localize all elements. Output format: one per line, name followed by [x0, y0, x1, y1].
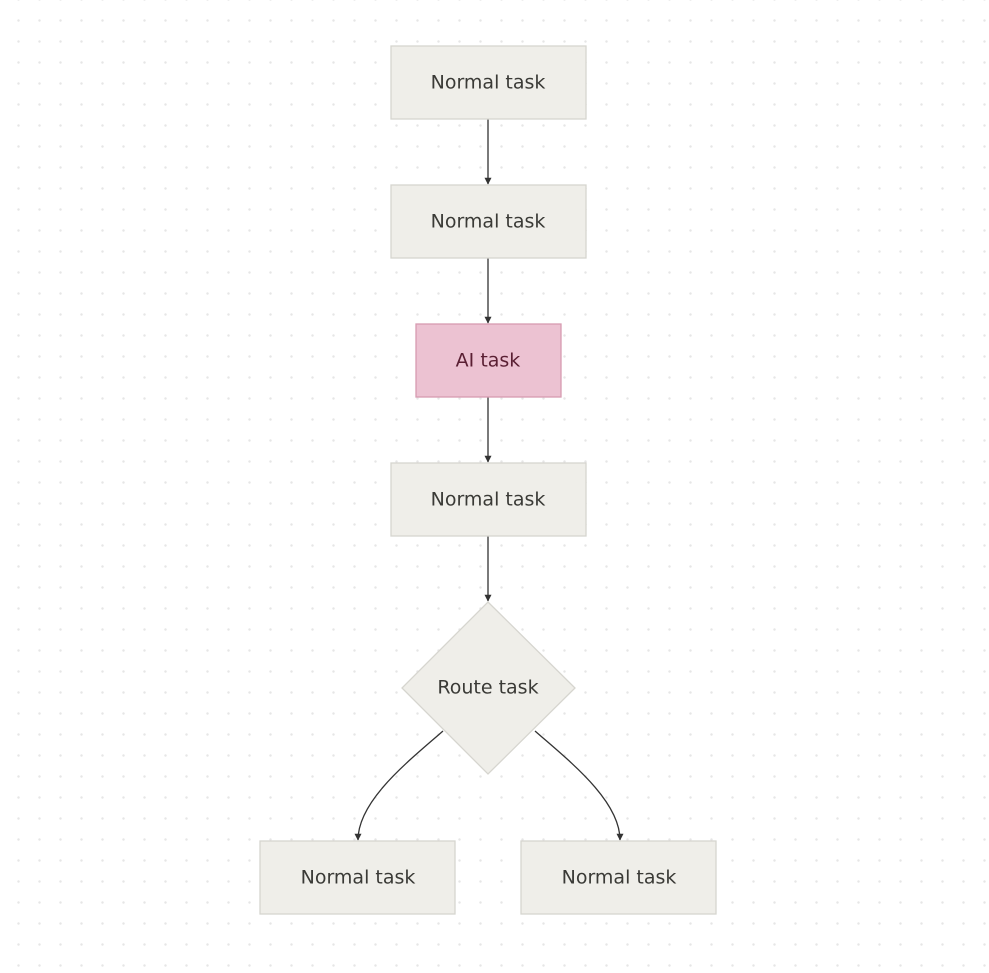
edge-n5-n7: [534, 730, 624, 841]
node-label: Normal task: [431, 72, 546, 94]
node-normal-task-5[interactable]: Normal task: [520, 840, 717, 915]
node-label: Normal task: [301, 867, 416, 889]
node-label: AI task: [456, 350, 521, 372]
node-normal-task-3[interactable]: Normal task: [390, 462, 587, 537]
node-label: Route task: [437, 677, 538, 699]
node-normal-task-4[interactable]: Normal task: [259, 840, 456, 915]
node-label: Normal task: [431, 489, 546, 511]
edges: [354, 119, 624, 841]
node-ai-task[interactable]: AI task: [415, 323, 562, 398]
node-route-task[interactable]: Route task: [401, 601, 576, 775]
node-normal-task-2[interactable]: Normal task: [390, 184, 587, 259]
node-label: Normal task: [431, 211, 546, 233]
edge-n5-n6: [354, 730, 444, 841]
node-normal-task-1[interactable]: Normal task: [390, 45, 587, 120]
node-label: Normal task: [562, 867, 677, 889]
